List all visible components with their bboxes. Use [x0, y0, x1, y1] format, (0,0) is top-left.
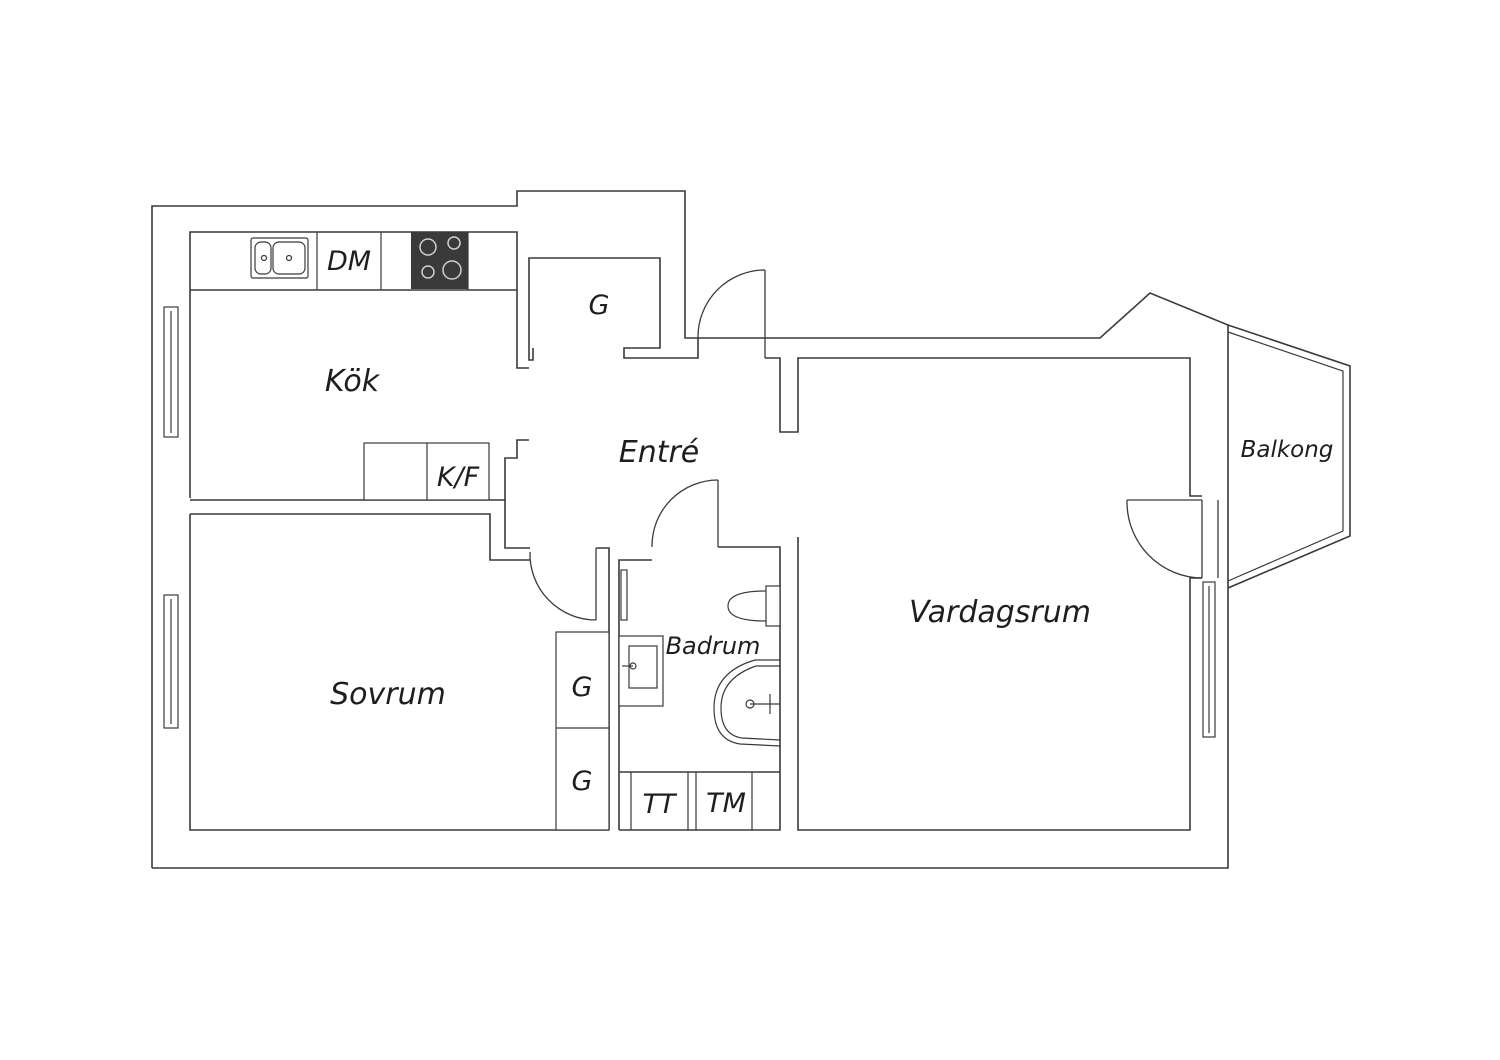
fixture-label-wardrobe-bed-2: G [572, 766, 593, 797]
fridge-freezer [363, 442, 490, 501]
bedroom-wardrobes [555, 631, 610, 831]
laundry-appliances [630, 772, 753, 830]
window-kitchen [163, 306, 179, 438]
radiator-icon [620, 569, 628, 621]
fixture-label-wardrobe-hall: G [589, 290, 610, 321]
room-label-entre: Entré [619, 435, 700, 470]
bedroom-door[interactable] [529, 548, 597, 621]
stove-icon [411, 232, 468, 289]
room-label-badrum: Badrum [666, 632, 761, 660]
window-bedroom [163, 594, 179, 729]
fixture-label-wardrobe-bed-1: G [572, 672, 593, 703]
washbasin-icon [618, 635, 664, 707]
room-label-sovrum: Sovrum [330, 677, 446, 712]
sink-icon [250, 237, 309, 279]
room-label-vardagsrum: Vardagsrum [909, 595, 1091, 630]
fixture-label-dishwasher: DM [327, 246, 371, 277]
bathroom-walls [618, 546, 781, 831]
toilet-icon [727, 585, 781, 627]
room-label-kok: Kök [325, 364, 381, 399]
outer-walls [151, 190, 1229, 869]
bedroom-walls [189, 513, 610, 831]
window-living [1202, 581, 1216, 738]
balcony [1227, 324, 1351, 589]
fixture-label-washing-machine: TM [706, 788, 746, 819]
hall-wardrobe [528, 257, 699, 361]
fixture-label-tumble-dryer: TT [643, 789, 678, 820]
bathroom-door[interactable] [651, 479, 719, 548]
shower-icon [713, 659, 781, 747]
room-label-balkong: Balkong [1241, 437, 1334, 463]
balcony-door[interactable] [1126, 499, 1219, 579]
front-door[interactable] [697, 269, 766, 358]
fixture-label-fridge-freezer: K/F [437, 462, 480, 493]
